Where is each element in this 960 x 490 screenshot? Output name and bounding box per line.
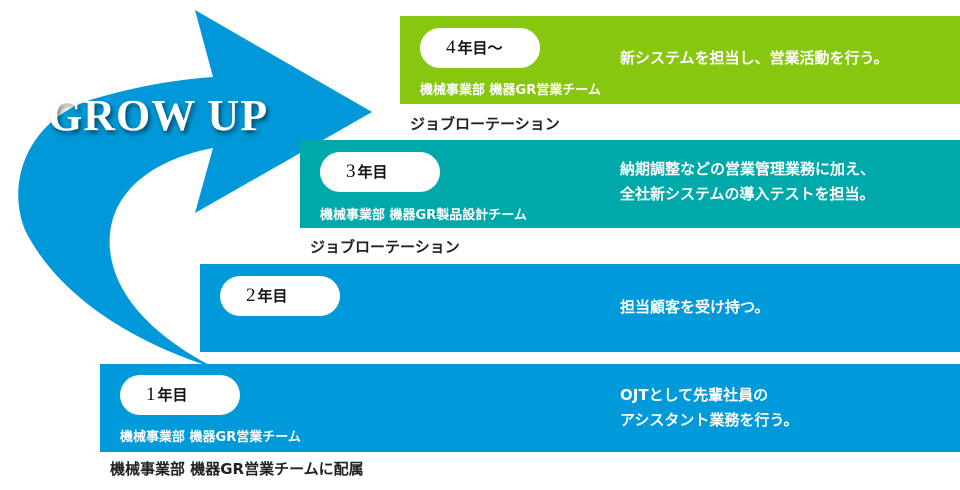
- year-suffix: 年目: [157, 386, 188, 404]
- year-number: 3: [346, 161, 356, 182]
- year-number: 1: [146, 384, 156, 405]
- initial-assignment-label: 機械事業部 機器GR営業チームに配属: [110, 460, 364, 478]
- department-label: 機械事業部 機器GR営業チーム: [120, 430, 301, 445]
- description-line: OJTとして先輩社員の: [620, 386, 769, 404]
- year-suffix: 年目〜: [457, 39, 503, 57]
- description-line: 新システムを担当し、営業活動を行う。: [620, 49, 889, 67]
- description-line: アシスタント業務を行う。: [620, 411, 799, 429]
- year-suffix: 年目: [257, 287, 288, 305]
- department-label: 機械事業部 機器GR営業チーム: [420, 83, 601, 98]
- department-label: 機械事業部 機器GR製品設計チーム: [320, 208, 527, 223]
- description-line: 納期調整などの営業管理業務に加え、: [620, 160, 876, 178]
- year-suffix: 年目: [357, 163, 388, 181]
- grow-up-headline: GROW UP: [48, 91, 269, 140]
- description-line: 全社新システムの導入テストを担当。: [620, 185, 875, 203]
- job-rotation-label: ジョブローテーション: [310, 238, 460, 256]
- year-number: 4: [446, 37, 456, 58]
- description-line: 担当顧客を受け持つ。: [620, 298, 770, 316]
- job-rotation-label: ジョブローテーション: [410, 115, 560, 133]
- year-number: 2: [246, 285, 256, 306]
